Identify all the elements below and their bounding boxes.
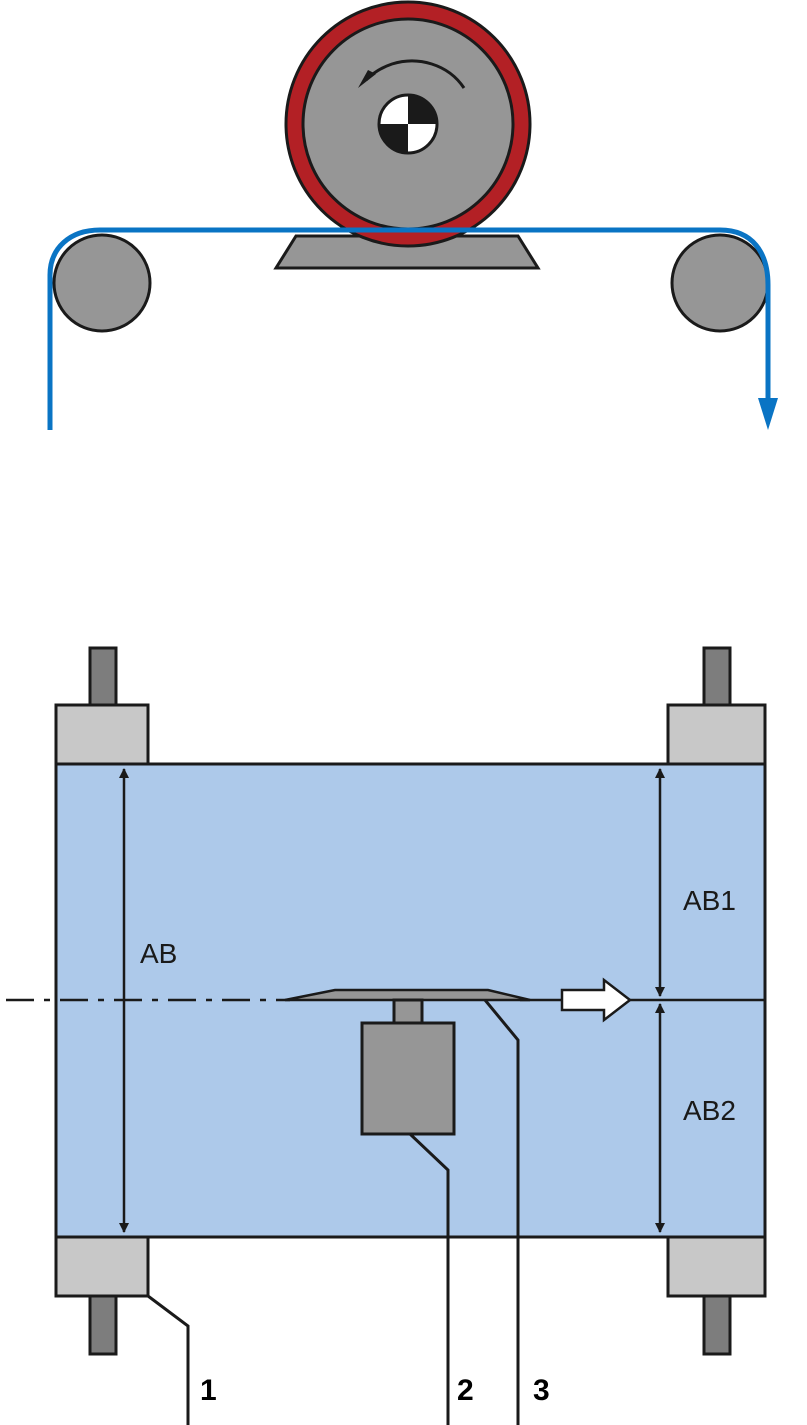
side-view <box>47 0 778 430</box>
callout-3-label: 3 <box>533 1374 550 1407</box>
shaft-top-left <box>88 646 118 708</box>
callout-2-label: 2 <box>457 1374 474 1407</box>
left-idler-roller <box>52 233 152 333</box>
guide-block-bottom-left <box>54 1235 150 1298</box>
top-view: AB AB1 AB2 1 2 3 <box>6 646 767 1425</box>
right-idler-roller <box>670 233 770 333</box>
shaft-bottom-left <box>88 1294 118 1356</box>
belt-path <box>47 227 771 430</box>
sensor-blade <box>284 988 531 1002</box>
callout-2-leader <box>408 1132 450 1425</box>
callout-1-leader <box>147 1294 190 1425</box>
dimension-ab-label: AB <box>140 938 177 969</box>
counter-clockwise-arrow-icon <box>358 59 466 89</box>
callout-1-label: 1 <box>200 1374 217 1407</box>
shaft-top-right <box>702 646 732 708</box>
guide-block-top-left <box>54 703 150 766</box>
hollow-right-arrow-icon <box>560 977 633 1023</box>
sensor-stem <box>392 998 424 1025</box>
quartered-center-mark-icon <box>377 93 439 155</box>
guide-block-bottom-right <box>666 1235 767 1298</box>
belt-direction-arrow-icon <box>758 398 778 430</box>
sensor-body <box>360 1021 456 1136</box>
callout-3-leader <box>483 999 520 1425</box>
shaft-bottom-right <box>702 1294 732 1356</box>
guide-block-top-right <box>666 703 767 766</box>
dimension-ab1-label: AB1 <box>683 885 736 916</box>
dimension-ab2-label: AB2 <box>683 1095 736 1126</box>
